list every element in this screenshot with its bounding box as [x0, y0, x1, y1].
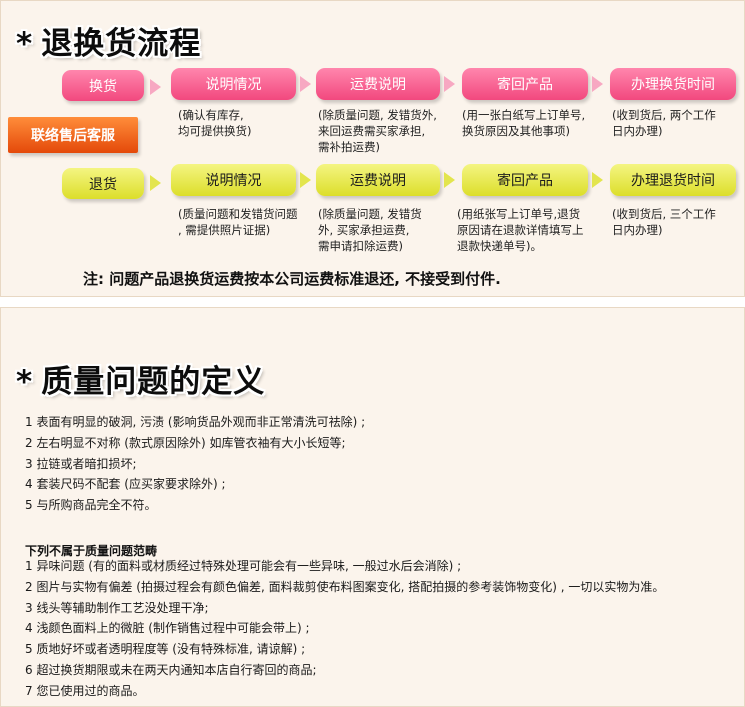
- exchange-step-desc: (除质量问题, 发错货外, 来回运费需买家承担, 需补拍运费): [318, 107, 437, 155]
- desc-line: 日内办理): [612, 124, 663, 138]
- desc-line: 需申请扣除运费): [318, 239, 403, 253]
- quality-issue-list: 1 表面有明显的破洞, 污渍 (影响货品外观而非正常清洗可祛除) ; 2 左右明…: [25, 412, 365, 516]
- return-start-label: 退货: [89, 176, 117, 193]
- exclusion-title: 下列不属于质量问题范畴: [25, 544, 158, 558]
- exchange-start-box: 换货: [62, 70, 144, 101]
- exchange-section-title: *退换货流程: [16, 18, 201, 63]
- desc-line: (确认有库存,: [178, 108, 244, 122]
- list-item: 6 超过换货期限或未在两天内通知本店自行寄回的商品;: [25, 662, 317, 677]
- desc-line: (除质量问题, 发错货: [318, 207, 422, 221]
- list-item: 5 质地好坏或者透明程度等 (没有特殊标准, 请谅解) ;: [25, 642, 306, 657]
- exchange-step-box: 运费说明: [316, 68, 440, 100]
- star-icon: *: [16, 364, 34, 400]
- list-item: 4 浅颜色面料上的微脏 (制作销售过程中可能会带上) ;: [25, 621, 310, 636]
- desc-line: 原因请在退款详情填写上: [457, 223, 584, 237]
- desc-line: (质量问题和发错货问题: [178, 207, 298, 221]
- contact-service-label: 联络售后客服: [31, 128, 115, 144]
- exchange-step-label: 运费说明: [350, 77, 406, 93]
- desc-line: , 需提供照片证据): [178, 223, 271, 237]
- exchange-step-box: 寄回产品: [462, 68, 588, 100]
- list-item: 2 左右明显不对称 (款式原因除外) 如库管衣袖有大小长短等;: [25, 435, 346, 450]
- exchange-step-label: 说明情况: [205, 77, 262, 93]
- arrow-right-icon: [444, 172, 455, 188]
- desc-line: 日内办理): [612, 223, 663, 237]
- return-step-desc: (用纸张写上订单号,退货 原因请在退款详情填写上 退款快递单号)。: [457, 206, 584, 254]
- arrow-right-icon: [592, 76, 603, 92]
- desc-line: 退款快递单号)。: [457, 239, 542, 253]
- list-item: 2 图片与实物有偏差 (拍摄过程会有颜色偏差, 面料裁剪使布料图案变化, 搭配拍…: [25, 579, 665, 594]
- exchange-start-label: 换货: [89, 78, 117, 95]
- return-step-label: 运费说明: [350, 173, 406, 189]
- exchange-step-box: 办理换货时间: [610, 68, 736, 100]
- return-start-box: 退货: [62, 168, 144, 199]
- return-step-box: 办理退货时间: [610, 164, 736, 196]
- desc-line: 来回运费需买家承担,: [318, 124, 426, 138]
- arrow-right-icon: [444, 76, 455, 92]
- list-item: 7 您已使用过的商品。: [25, 683, 145, 698]
- return-step-label: 办理退货时间: [631, 173, 715, 189]
- return-step-label: 说明情况: [205, 173, 262, 189]
- quality-definition-panel: [0, 307, 745, 707]
- contact-service-box: 联络售后客服: [8, 117, 138, 153]
- desc-line: 需补拍运费): [318, 140, 380, 154]
- return-step-desc: (质量问题和发错货问题 , 需提供照片证据): [178, 206, 298, 238]
- exclusion-list: 1 异味问题 (有的面料或材质经过特殊处理可能会有一些异味, 一般过水后会消除)…: [25, 556, 664, 702]
- arrow-right-icon: [300, 76, 311, 92]
- list-item: 3 线头等辅助制作工艺没处理干净;: [25, 600, 209, 615]
- desc-line: (收到货后, 两个工作: [612, 108, 716, 122]
- return-step-label: 寄回产品: [497, 173, 553, 189]
- exchange-step-desc: (收到货后, 两个工作 日内办理): [612, 107, 716, 139]
- return-step-box: 运费说明: [316, 164, 440, 196]
- exchange-step-desc: (确认有库存, 均可提供换货): [178, 107, 252, 139]
- desc-line: (用纸张写上订单号,退货: [457, 207, 581, 221]
- list-item: 1 异味问题 (有的面料或材质经过特殊处理可能会有一些异味, 一般过水后会消除)…: [25, 559, 462, 573]
- exchange-step-desc: (用一张白纸写上订单号, 换货原因及其他事项): [462, 107, 585, 139]
- desc-line: (用一张白纸写上订单号,: [462, 108, 586, 122]
- desc-line: 外, 买家承担运费,: [318, 223, 410, 237]
- list-item: 4 套装尺码不配套 (应买家要求除外) ;: [25, 477, 226, 492]
- arrow-right-icon: [150, 175, 161, 191]
- exchange-step-box: 说明情况: [171, 68, 296, 100]
- quality-section-title: *质量问题的定义: [16, 356, 265, 401]
- arrow-right-icon: [300, 172, 311, 188]
- arrow-right-icon: [592, 172, 603, 188]
- arrow-right-icon: [150, 79, 161, 95]
- list-item: 5 与所购商品完全不符。: [25, 498, 157, 513]
- desc-line: 换货原因及其他事项): [462, 124, 570, 138]
- quality-section-title-text: 质量问题的定义: [41, 364, 266, 400]
- return-step-desc: (除质量问题, 发错货 外, 买家承担运费, 需申请扣除运费): [318, 206, 422, 254]
- return-step-box: 说明情况: [171, 164, 296, 196]
- exchange-step-label: 办理换货时间: [631, 77, 715, 93]
- desc-line: (除质量问题, 发错货外,: [318, 108, 437, 122]
- exchange-step-label: 寄回产品: [497, 77, 553, 93]
- desc-line: (收到货后, 三个工作: [612, 207, 716, 221]
- shipping-note: 注: 问题产品退换货运费按本公司运费标准退还, 不接受到付件.: [83, 270, 501, 288]
- exchange-section-title-text: 退换货流程: [41, 26, 202, 62]
- desc-line: 均可提供换货): [178, 124, 252, 138]
- star-icon: *: [16, 26, 34, 62]
- return-step-desc: (收到货后, 三个工作 日内办理): [612, 206, 716, 238]
- return-step-box: 寄回产品: [462, 164, 588, 196]
- list-item: 1 表面有明显的破洞, 污渍 (影响货品外观而非正常清洗可祛除) ;: [25, 415, 366, 429]
- list-item: 3 拉链或者暗扣损坏;: [25, 456, 137, 471]
